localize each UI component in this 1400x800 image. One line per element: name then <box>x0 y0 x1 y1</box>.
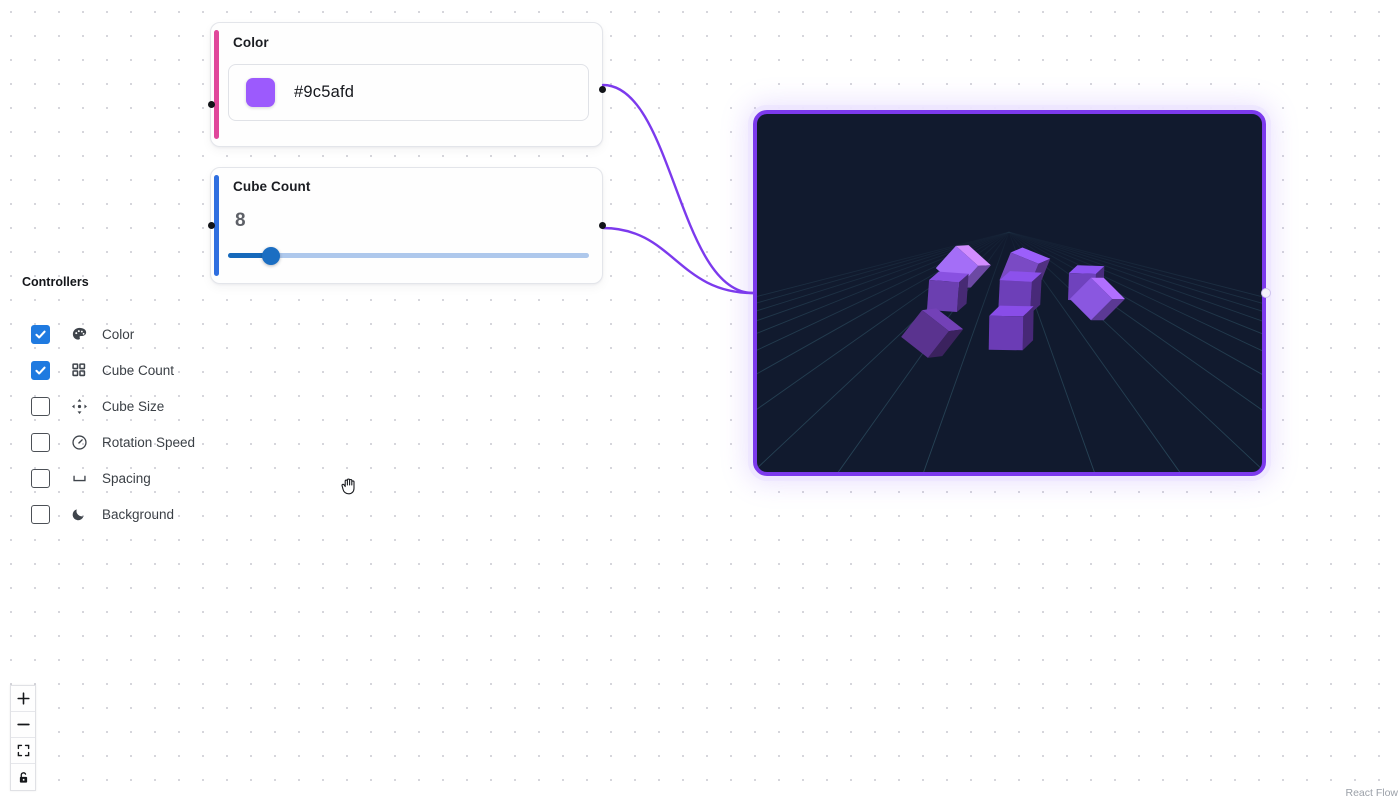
node-cube-count-target-handle[interactable] <box>207 222 215 229</box>
scene-cube <box>988 305 1034 351</box>
node-cube-count-accent-bar <box>214 175 219 276</box>
fit-view-icon <box>17 744 29 757</box>
color-swatch[interactable] <box>246 78 275 107</box>
edge-color-to-viewport <box>601 83 755 295</box>
edge-cubecount-to-viewport <box>601 226 755 295</box>
node-cube-count-title: Cube Count <box>233 179 311 194</box>
react-flow-attribution[interactable]: React Flow <box>1345 787 1398 799</box>
unlock-icon <box>19 771 27 783</box>
node-color-title: Color <box>233 35 269 50</box>
scene-cube <box>926 271 969 313</box>
slider-thumb[interactable] <box>262 247 281 265</box>
grid-icon <box>70 361 88 379</box>
minus-icon <box>16 723 30 726</box>
zoom-out-button[interactable] <box>11 712 35 738</box>
lock-button[interactable] <box>11 764 35 790</box>
move-icon <box>70 397 88 415</box>
controller-label: Cube Size <box>102 398 165 414</box>
node-color-source-handle[interactable] <box>598 86 606 93</box>
node-3d-preview[interactable] <box>753 110 1271 476</box>
controller-label: Background <box>102 506 175 522</box>
controller-row-rotation-speed[interactable]: Rotation Speed <box>22 424 232 460</box>
node-color[interactable]: Color #9c5afd <box>207 22 606 147</box>
controller-row-color[interactable]: Color <box>22 316 232 352</box>
color-hex-value: #9c5afd <box>294 83 355 101</box>
controller-label: Rotation Speed <box>102 434 196 450</box>
scene-cube <box>901 308 964 358</box>
color-value-field[interactable]: #9c5afd <box>228 64 589 121</box>
node-3d-preview-source-handle[interactable] <box>1261 288 1271 298</box>
controller-checkbox-color[interactable] <box>31 324 50 344</box>
controller-checkbox-cube-count[interactable] <box>31 360 50 380</box>
spacing-icon <box>70 469 88 487</box>
node-cube-count[interactable]: Cube Count 8 <box>207 167 606 284</box>
scene-cube <box>998 271 1042 314</box>
fit-view-button[interactable] <box>11 738 35 764</box>
controllers-heading: Controllers <box>22 275 89 289</box>
gauge-icon <box>70 433 88 451</box>
node-color-target-handle[interactable] <box>207 101 215 108</box>
zoom-in-button[interactable] <box>11 686 35 712</box>
controller-checkbox-rotation-speed[interactable] <box>31 432 50 452</box>
plus-icon <box>16 692 30 705</box>
controller-label: Cube Count <box>102 362 175 378</box>
controller-checkbox-spacing[interactable] <box>31 468 50 488</box>
palette-icon <box>70 325 88 343</box>
slider-fill <box>228 253 272 258</box>
controller-checkbox-background[interactable] <box>31 504 50 524</box>
node-color-accent-bar <box>214 30 219 139</box>
grab-hand-cursor <box>341 478 355 495</box>
controller-label: Spacing <box>102 470 151 486</box>
controller-row-spacing[interactable]: Spacing <box>22 460 232 496</box>
slider-track <box>228 253 589 258</box>
controller-checkbox-cube-size[interactable] <box>31 396 50 416</box>
controller-row-cube-count[interactable]: Cube Count <box>22 352 232 388</box>
controller-row-background[interactable]: Background <box>22 496 232 532</box>
scene-cube <box>1069 277 1125 321</box>
controller-label: Color <box>102 326 135 342</box>
viewport-frame <box>753 110 1266 476</box>
moon-icon <box>70 505 88 523</box>
cube-count-slider[interactable] <box>228 247 589 265</box>
flow-controls <box>10 685 36 791</box>
controller-row-cube-size[interactable]: Cube Size <box>22 388 232 424</box>
node-cube-count-source-handle[interactable] <box>598 222 606 229</box>
cube-layer <box>901 245 1125 358</box>
cube-count-value: 8 <box>235 210 246 231</box>
